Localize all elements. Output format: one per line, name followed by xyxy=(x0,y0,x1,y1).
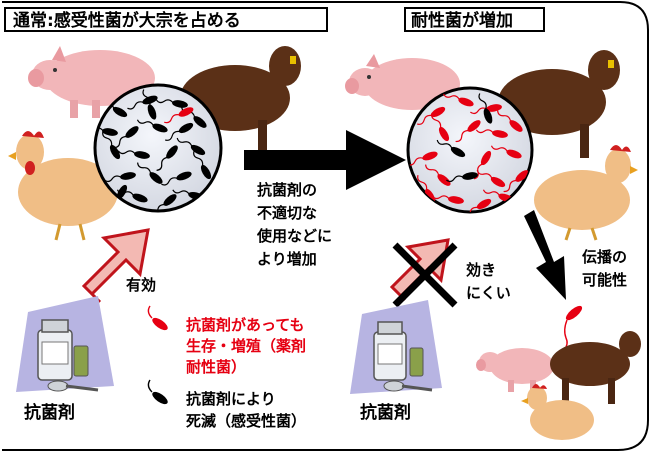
right-title: 耐性菌が増加 xyxy=(411,10,513,31)
antibiotic-label-right: 抗菌剤 xyxy=(360,402,411,423)
resistant-bacterium xyxy=(408,151,438,166)
increase-reason-line: 抗菌剤の xyxy=(257,181,317,199)
increase-reason-line: 使用などに xyxy=(256,227,332,245)
susceptible-bacterium xyxy=(161,171,192,186)
resistant-bacterium xyxy=(164,107,194,124)
pig-illustration-bottom xyxy=(476,348,554,392)
cross-mark xyxy=(392,242,458,308)
resistant-bacterium xyxy=(463,198,492,212)
susceptible-bacterium xyxy=(155,99,188,108)
susceptible-bacterium xyxy=(95,127,118,136)
susceptible-bacterium xyxy=(113,126,139,149)
antibiotic-label-left: 抗菌剤 xyxy=(24,402,75,423)
susceptible-bacterium xyxy=(156,145,178,171)
resistant-bacterium-icon xyxy=(147,305,168,331)
chicken-illustration-left xyxy=(8,131,124,241)
blocked-arrow xyxy=(389,238,458,308)
increase-reason-line: 不適切な xyxy=(257,204,317,222)
cow-illustration-bottom xyxy=(550,331,641,404)
susceptible-bacterium xyxy=(137,162,163,184)
spread-label: 可能性 xyxy=(582,271,627,289)
resistant-bacterium xyxy=(475,129,508,138)
weak-effect-label: にくい xyxy=(466,284,511,302)
susceptible-bacterium xyxy=(176,137,206,156)
susceptible-legend-text: 抗菌剤により xyxy=(186,390,276,408)
chicken-illustration-bottom xyxy=(521,384,594,440)
susceptible-bacterium xyxy=(142,89,157,120)
susceptible-bacterium xyxy=(136,119,168,133)
petri-dish-normal xyxy=(93,83,223,213)
resistant-legend-text: 抗菌剤があっても xyxy=(186,316,305,334)
susceptible-bacterium xyxy=(436,139,466,158)
resistant-bacterium xyxy=(497,110,523,132)
left-title: 通常:感受性菌が大宗を占める xyxy=(13,10,241,31)
resistant-legend-text: 生存・増殖（薬剤 xyxy=(186,337,306,355)
legend-resistant: 抗菌剤があっても 生存・増殖（薬剤 耐性菌） xyxy=(147,305,306,376)
susceptible-bacterium xyxy=(193,151,212,180)
spread-arrow xyxy=(524,210,566,300)
resistant-bacterium xyxy=(442,93,474,107)
resistant-bacterium xyxy=(425,164,451,186)
petri-dish-resistant xyxy=(406,86,534,214)
antibiotic-bottle-icon-left xyxy=(16,296,114,392)
chicken-illustration-right xyxy=(534,145,638,241)
susceptible-bacterium xyxy=(478,93,493,124)
susceptible-bacterium xyxy=(104,172,136,183)
right-title-box: 耐性菌が増加 xyxy=(404,7,545,32)
resistant-bacterium xyxy=(455,120,481,143)
left-title-box: 通常:感受性菌が大宗を占める xyxy=(4,7,328,32)
increase-arrow xyxy=(244,130,406,190)
susceptible-bacterium xyxy=(117,150,150,159)
legend-susceptible: 抗菌剤により 死滅（感受性菌） xyxy=(147,379,306,430)
susceptible-bacterium-icon xyxy=(147,379,168,405)
resistant-bacterium xyxy=(470,104,502,115)
resistant-bacterium xyxy=(503,170,529,193)
effective-label: 有効 xyxy=(126,276,156,294)
resistant-bacterium xyxy=(431,113,450,142)
spread-label: 伝播の xyxy=(582,248,627,266)
antibiotic-bottle-icon-right xyxy=(350,300,442,394)
resistant-bacterium xyxy=(417,106,446,125)
susceptible-bacterium xyxy=(102,131,121,160)
resistant-legend-text: 耐性菌） xyxy=(186,358,246,376)
susceptible-legend-text: 死滅（感受性菌） xyxy=(186,412,306,430)
susceptible-bacterium xyxy=(165,122,194,141)
increase-reason-label: 抗菌剤の 不適切な 使用などに より増加 xyxy=(256,181,332,268)
susceptible-bacterium xyxy=(446,172,478,183)
resistant-bacterium xyxy=(490,145,522,159)
resistant-bacterium xyxy=(476,169,506,188)
effective-arrow xyxy=(81,228,150,304)
increase-reason-line: より増加 xyxy=(257,250,317,268)
susceptible-bacterium xyxy=(151,194,177,211)
weak-effect-label: 効き xyxy=(466,261,496,279)
